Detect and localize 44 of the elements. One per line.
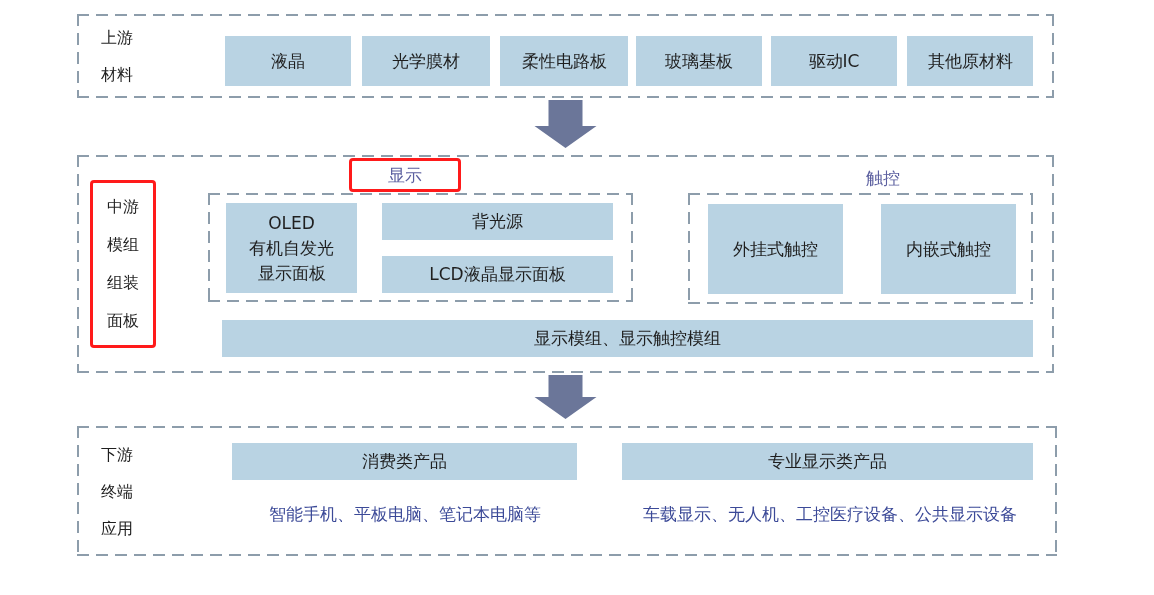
box-label: 专业显示类产品 bbox=[768, 450, 887, 473]
component-box bbox=[881, 204, 1016, 294]
box-label: 外挂式触控 bbox=[733, 237, 818, 261]
component-box bbox=[636, 36, 762, 86]
box-label: 消费类产品 bbox=[362, 450, 447, 473]
stage-panel bbox=[77, 426, 1057, 556]
highlight-frame bbox=[349, 158, 461, 192]
stage-label: 下游终端应用 bbox=[101, 443, 134, 540]
highlight-frame bbox=[90, 180, 156, 348]
group-heading: 触控 bbox=[866, 167, 900, 190]
component-box bbox=[500, 36, 628, 86]
example-text: 智能手机、平板电脑、笔记本电脑等 bbox=[267, 503, 542, 526]
box-label: 液晶 bbox=[271, 49, 305, 73]
block-arrow bbox=[534, 375, 597, 419]
stage-label: 上游材料 bbox=[101, 27, 134, 86]
box-label: 玻璃基板 bbox=[665, 49, 733, 73]
component-box bbox=[771, 36, 897, 86]
box-label: 有机自发光显示面板 bbox=[248, 236, 335, 285]
component-box bbox=[225, 36, 351, 86]
component-box bbox=[362, 36, 490, 86]
component-box bbox=[382, 203, 613, 240]
component-box bbox=[232, 443, 577, 480]
box-label: 显示模组、显示触控模组 bbox=[534, 327, 721, 350]
component-box bbox=[226, 203, 357, 293]
component-box bbox=[622, 443, 1033, 480]
box-label: LCD液晶显示面板 bbox=[429, 263, 566, 286]
box-label: 柔性电路板 bbox=[521, 49, 607, 73]
box-label: 内嵌式触控 bbox=[906, 237, 991, 261]
block-arrow bbox=[534, 100, 597, 148]
stage-panel bbox=[208, 193, 633, 302]
box-label: 光学膜材 bbox=[392, 49, 460, 73]
component-box bbox=[222, 320, 1033, 357]
box-label: 其他原材料 bbox=[927, 49, 1013, 73]
group-heading: 显示 bbox=[388, 164, 422, 187]
example-text: 车载显示、无人机、工控医疗设备、公共显示设备 bbox=[642, 503, 1018, 526]
stage-label: 中游模组组装面板 bbox=[106, 196, 140, 332]
component-box bbox=[382, 256, 613, 293]
box-label: 背光源 bbox=[472, 210, 523, 233]
component-box bbox=[907, 36, 1033, 86]
stage-panel bbox=[77, 14, 1054, 98]
box-label: 驱动IC bbox=[808, 49, 860, 73]
stage-panel bbox=[77, 155, 1054, 373]
box-label: OLED bbox=[268, 211, 315, 235]
component-box bbox=[708, 204, 843, 294]
